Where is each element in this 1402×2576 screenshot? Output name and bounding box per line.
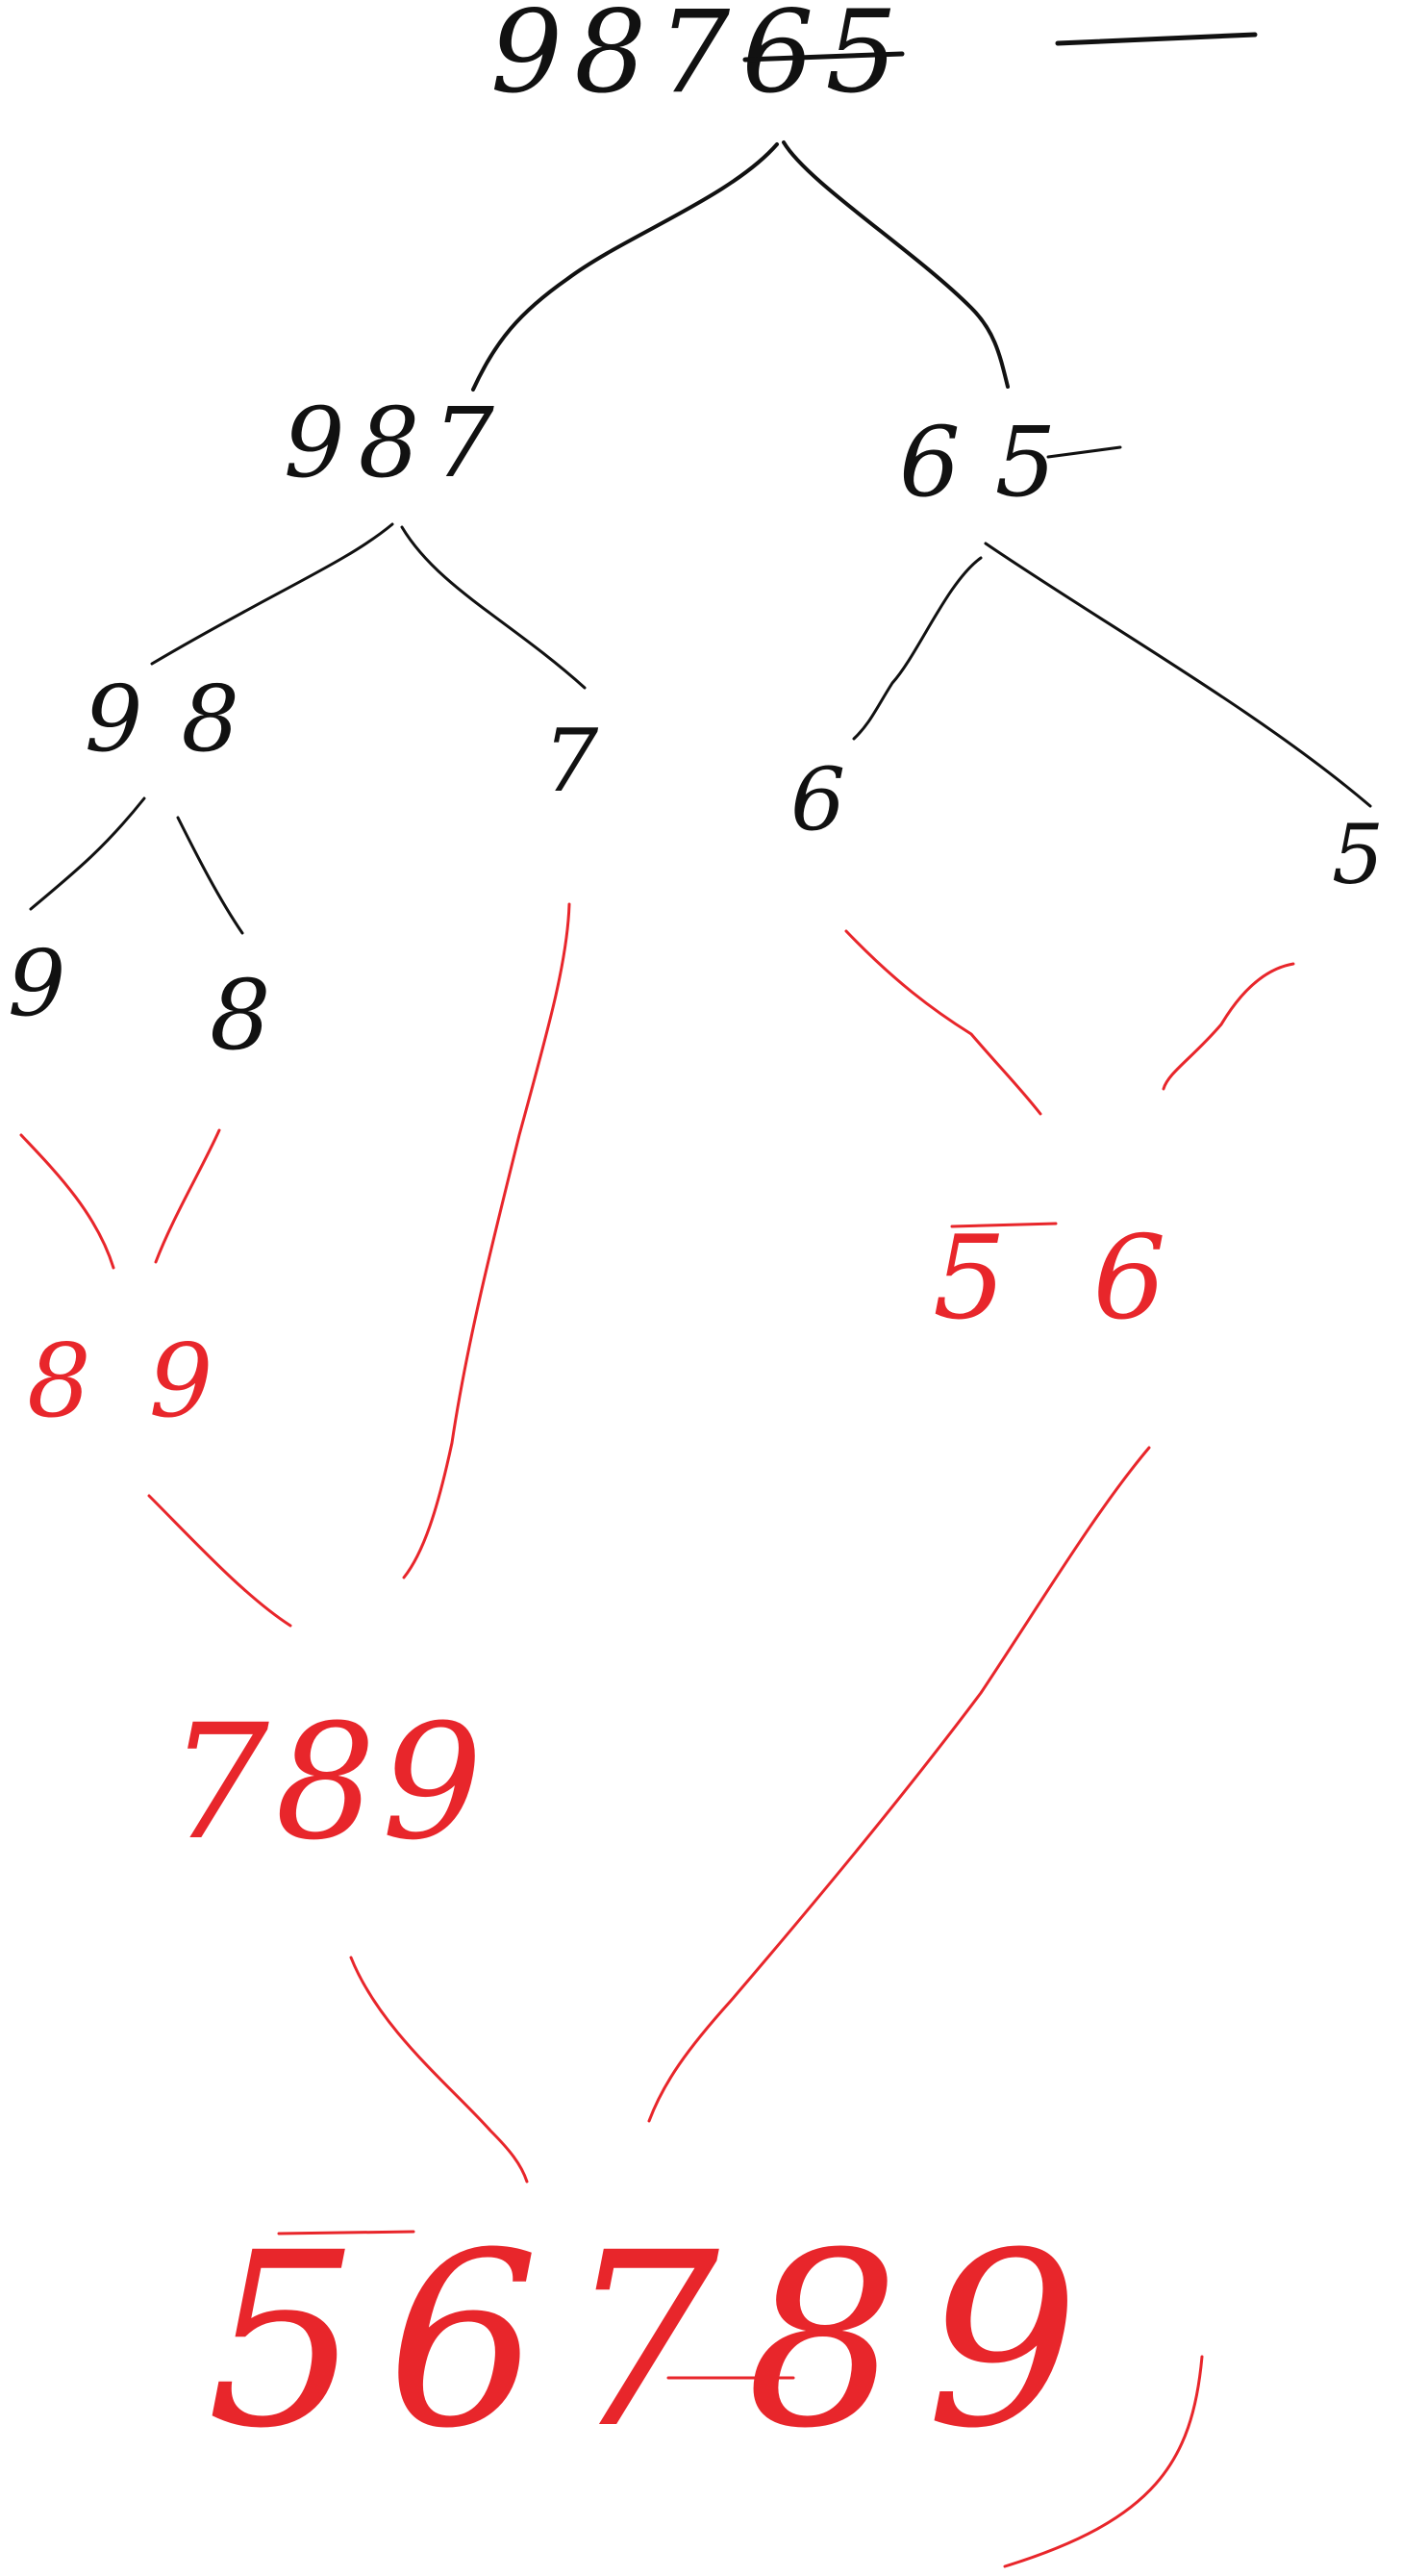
merge-phase: 89 56 789 56789 <box>19 902 1295 2568</box>
split-phase: 98765 987 65 98 7 6 5 9 8 <box>8 0 1384 1072</box>
edge-8-89 <box>154 1128 221 1264</box>
node-8: 8 <box>210 959 271 1072</box>
node-final: 56789 <box>207 2201 1106 2481</box>
node-98: 98 <box>85 667 278 772</box>
edge-89-789 <box>147 1494 292 1628</box>
edge-98-9 <box>29 796 146 911</box>
node-65: 65 <box>899 406 1090 518</box>
node-987: 987 <box>284 387 508 499</box>
node-65-stroke <box>1046 445 1122 459</box>
final-top-stroke <box>277 2230 415 2235</box>
node-789: 789 <box>168 1690 488 1875</box>
node-6: 6 <box>790 749 845 850</box>
edge-987-98 <box>150 522 394 666</box>
node-root: 98765 <box>490 0 1258 118</box>
crossbar-stroke <box>742 51 905 63</box>
node-root-label: 98765 <box>490 0 909 118</box>
edge-65-6 <box>852 556 983 741</box>
node-89: 89 <box>27 1323 271 1440</box>
node-56-stroke <box>950 1222 1058 1228</box>
edge-65-5 <box>984 542 1372 808</box>
edge-987-7 <box>400 525 587 690</box>
edge-9-89 <box>19 1133 115 1270</box>
top-stroke <box>1055 32 1258 46</box>
edge-5-56 <box>1162 962 1295 1091</box>
edge-98-8 <box>176 816 244 935</box>
node-56: 56 <box>933 1212 1253 1346</box>
edge-7-789 <box>402 902 571 1579</box>
edge-root-left <box>471 142 779 391</box>
edge-6-56 <box>844 929 1042 1116</box>
edge-root-right <box>782 140 1010 389</box>
node-7: 7 <box>543 711 599 812</box>
edge-789-final <box>349 1956 529 2184</box>
edge-56-final <box>647 1446 1151 2123</box>
final-tail-stroke <box>1003 2355 1204 2568</box>
node-5: 5 <box>1332 808 1384 903</box>
node-9: 9 <box>8 931 65 1037</box>
